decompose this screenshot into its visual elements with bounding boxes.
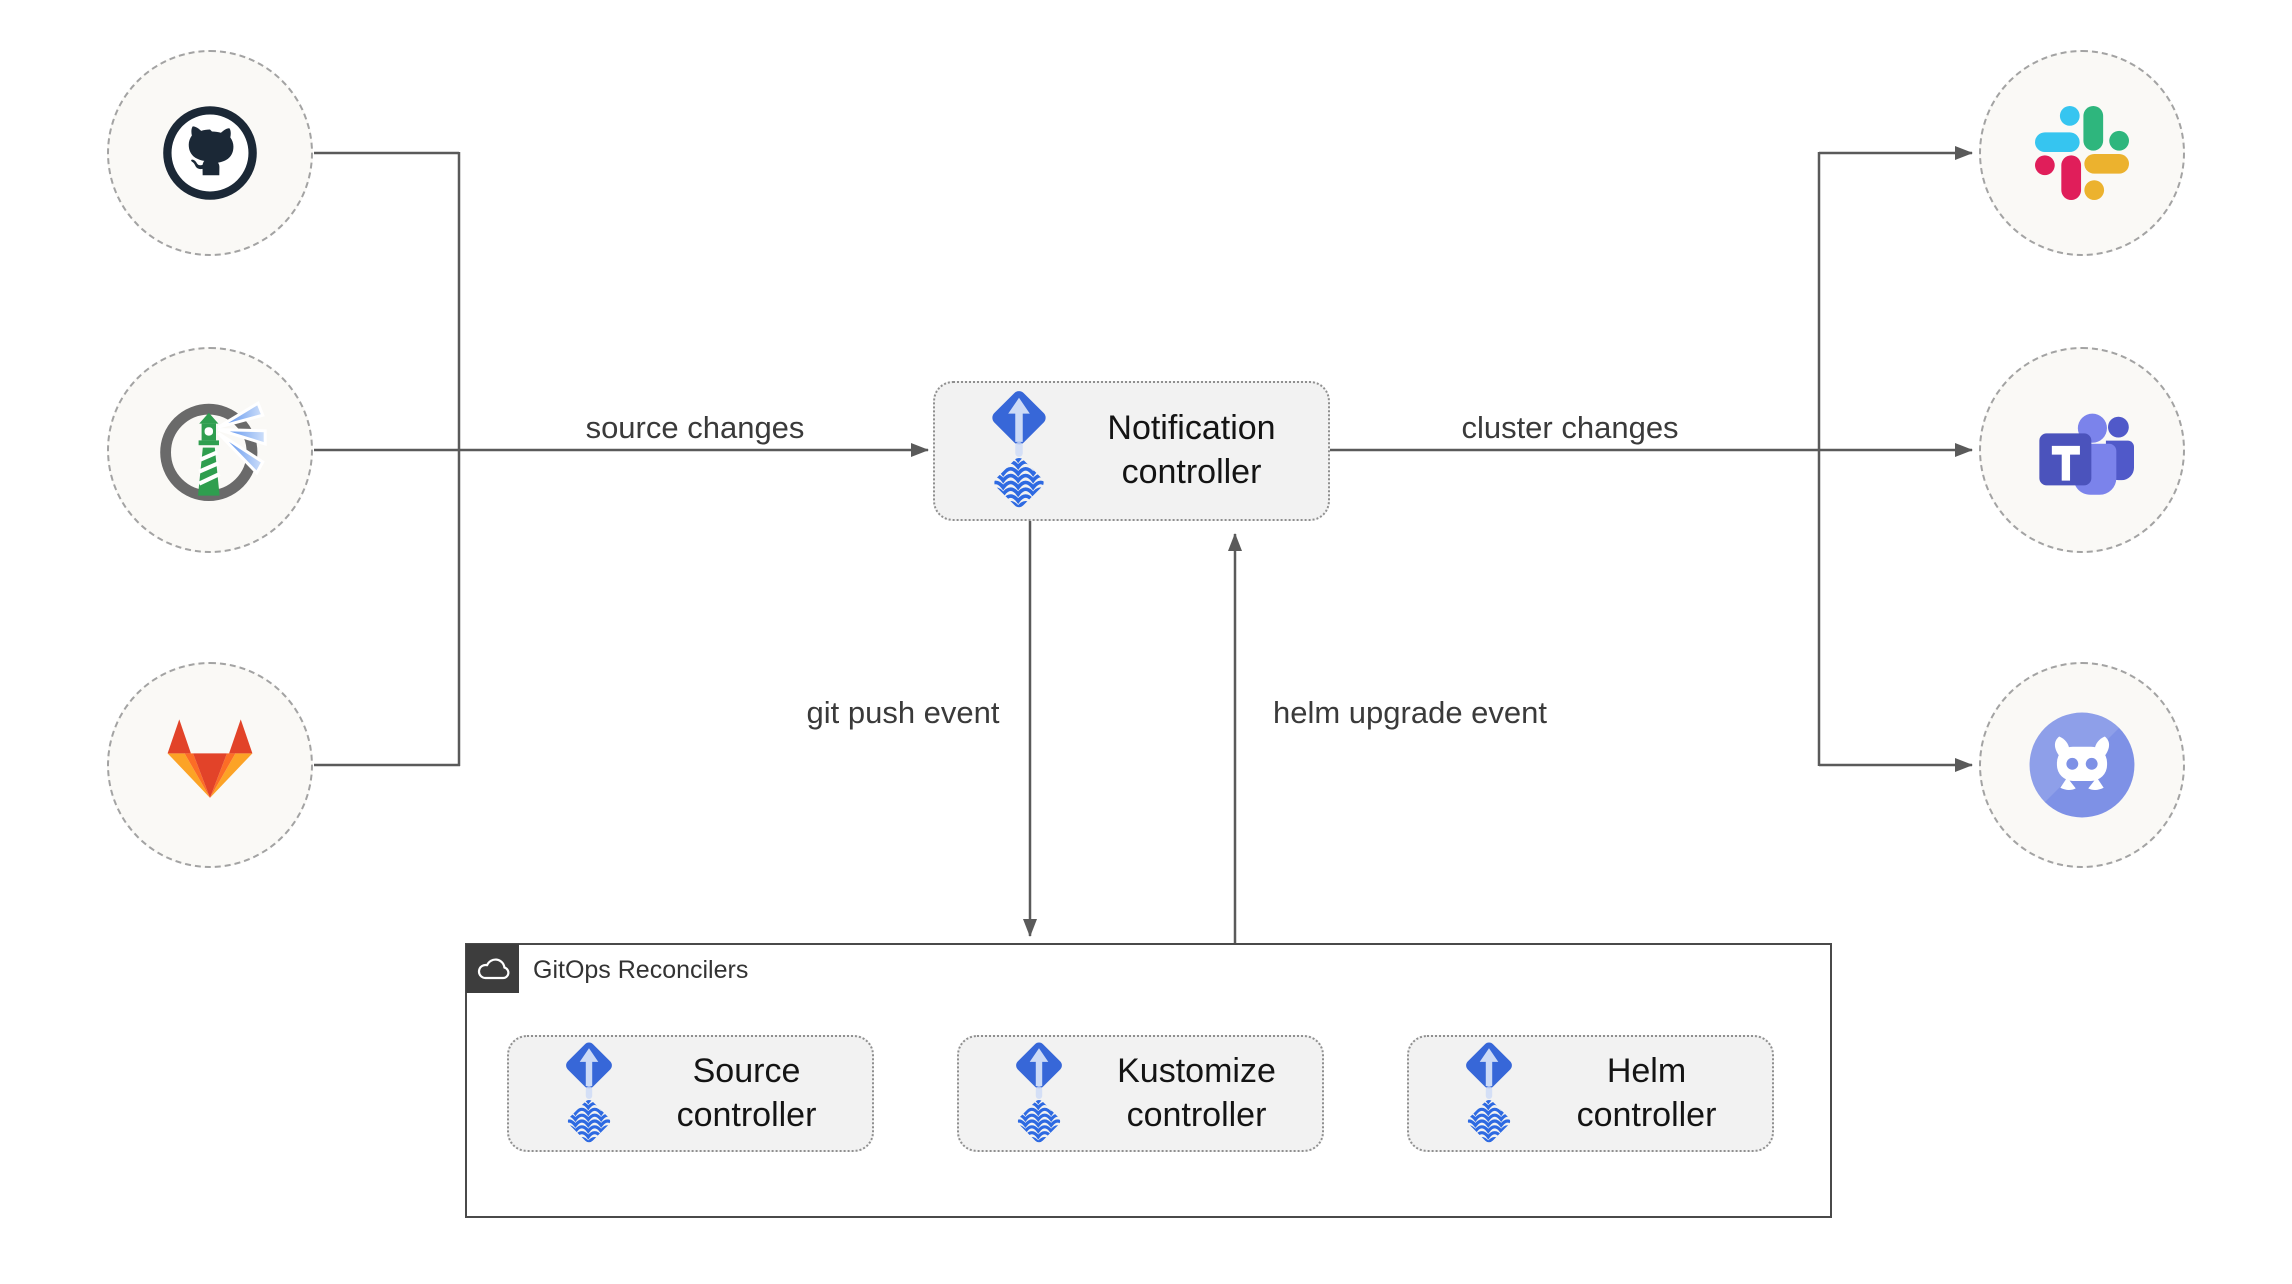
cloud-icon xyxy=(477,958,509,980)
helm-controller-label: Helm controller xyxy=(1576,1051,1717,1134)
gitops-reconcilers-header xyxy=(466,944,519,993)
kustomize-controller-label: Kustomize controller xyxy=(1117,1051,1276,1134)
notification-controller-label: Notification controller xyxy=(1107,409,1276,491)
edge-label-source-changes: source changes xyxy=(585,410,805,445)
node-harbor xyxy=(107,347,313,553)
source-controller-box: Source controller xyxy=(507,1035,874,1152)
flux-icon xyxy=(978,387,1060,515)
edge-label-git-push-event: git push event xyxy=(806,695,1000,730)
node-slack xyxy=(1979,50,2185,256)
edge-label-cluster-changes: cluster changes xyxy=(1461,410,1679,445)
node-gitlab xyxy=(107,662,313,868)
node-ms-teams xyxy=(1979,347,2185,553)
node-github xyxy=(107,50,313,256)
gitops-reconcilers-title: GitOps Reconcilers xyxy=(533,956,749,984)
helm-controller-box: Helm controller xyxy=(1407,1035,1774,1152)
notification-controller-box: Notification controller xyxy=(933,381,1330,521)
edge-label-helm-upgrade-event: helm upgrade event xyxy=(1272,695,1548,730)
lighthouse xyxy=(198,412,221,496)
gitops-reconcilers-group: GitOps Reconcilers Source controller Kus… xyxy=(465,943,1832,1218)
flux-icon xyxy=(1004,1039,1074,1149)
flux-icon xyxy=(1454,1039,1524,1149)
github-icon xyxy=(163,106,257,200)
ms-teams-icon xyxy=(2039,413,2134,495)
source-controller-label: Source controller xyxy=(676,1051,817,1134)
discord-icon xyxy=(2029,712,2135,818)
harbor-icon xyxy=(160,401,267,501)
node-discord xyxy=(1979,662,2185,868)
kustomize-controller-box: Kustomize controller xyxy=(957,1035,1324,1152)
gitlab-icon xyxy=(167,719,253,798)
slack-icon xyxy=(2035,106,2129,200)
flux-icon xyxy=(554,1039,624,1149)
